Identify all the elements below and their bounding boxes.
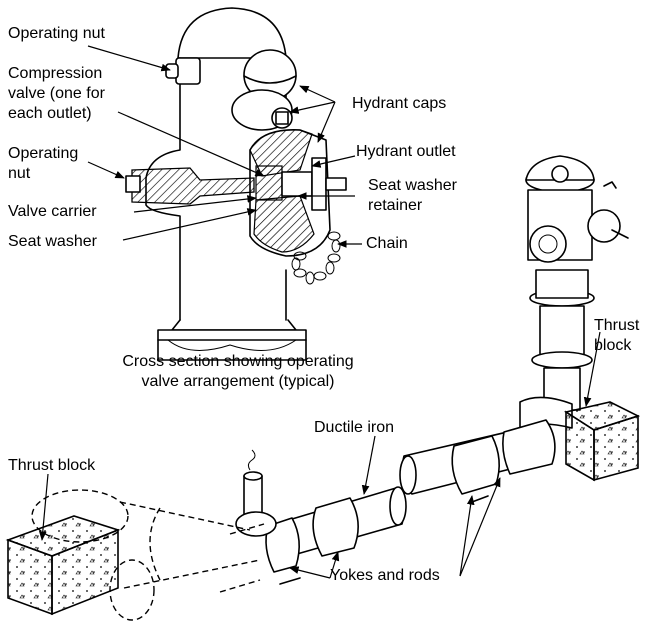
hydrant-base-foot — [157, 339, 307, 361]
installed-hydrant — [519, 155, 629, 429]
thrust-block-left-leader — [38, 473, 49, 541]
hydrant-base-flange — [157, 329, 307, 341]
thrust-block-right-leader — [583, 331, 601, 407]
hydrant-base-step — [171, 319, 297, 331]
pipe-joint-left — [265, 517, 300, 573]
hydrant-dome-top — [177, 7, 287, 59]
label-seat-washer-retainer: Seat washer retainer — [368, 177, 457, 214]
yoke-collar-right — [451, 435, 500, 495]
label-seat-washer: Seat washer — [8, 233, 97, 250]
label-hydrant-outlet: Hydrant outlet — [356, 143, 456, 160]
operating-nut-side-icon — [125, 175, 141, 193]
operating-nut-top-icon — [175, 57, 201, 85]
label-yokes-and-rods: Yokes and rods — [330, 567, 440, 584]
label-operating-nut-side: Operating nut — [8, 145, 79, 182]
chain-icon — [291, 231, 341, 285]
label-ductile-iron: Ductile iron — [314, 419, 395, 436]
hydrant-base-curve — [167, 339, 297, 351]
hydrant-cross-section — [125, 7, 347, 361]
ductile-iron-leader — [361, 435, 376, 495]
pipe-joint-right — [502, 419, 556, 475]
valve-carrier-block — [255, 165, 283, 201]
cross-section-leaders — [87, 45, 362, 248]
installed-hydrant-pumper-outlet — [529, 225, 567, 263]
yokes-and-rods-leaders — [289, 477, 501, 579]
label-chain: Chain — [366, 235, 408, 252]
label-thrust-block-left: Thrust block — [8, 457, 96, 474]
installed-hydrant-barrel — [539, 305, 585, 361]
yoke-collar-left — [312, 497, 359, 557]
thrust-block-right-icon — [563, 401, 641, 482]
label-thrust-block-right: Thrust block — [594, 317, 640, 354]
side-operating-stem — [131, 167, 255, 205]
label-compression-valve: Compression valve (one for each outlet) — [8, 65, 105, 122]
label-valve-carrier: Valve carrier — [8, 203, 97, 220]
thrust-block-left-icon — [5, 515, 121, 616]
ductile-iron-pipe — [31, 419, 556, 621]
label-cross-section-caption: Cross section showing operating valve ar… — [122, 353, 354, 390]
buried-pipe-dashed — [119, 501, 261, 589]
label-operating-nut-top: Operating nut — [8, 25, 105, 42]
label-hydrant-caps: Hydrant caps — [352, 95, 447, 112]
installed-hydrant-side-outlet — [587, 209, 621, 243]
